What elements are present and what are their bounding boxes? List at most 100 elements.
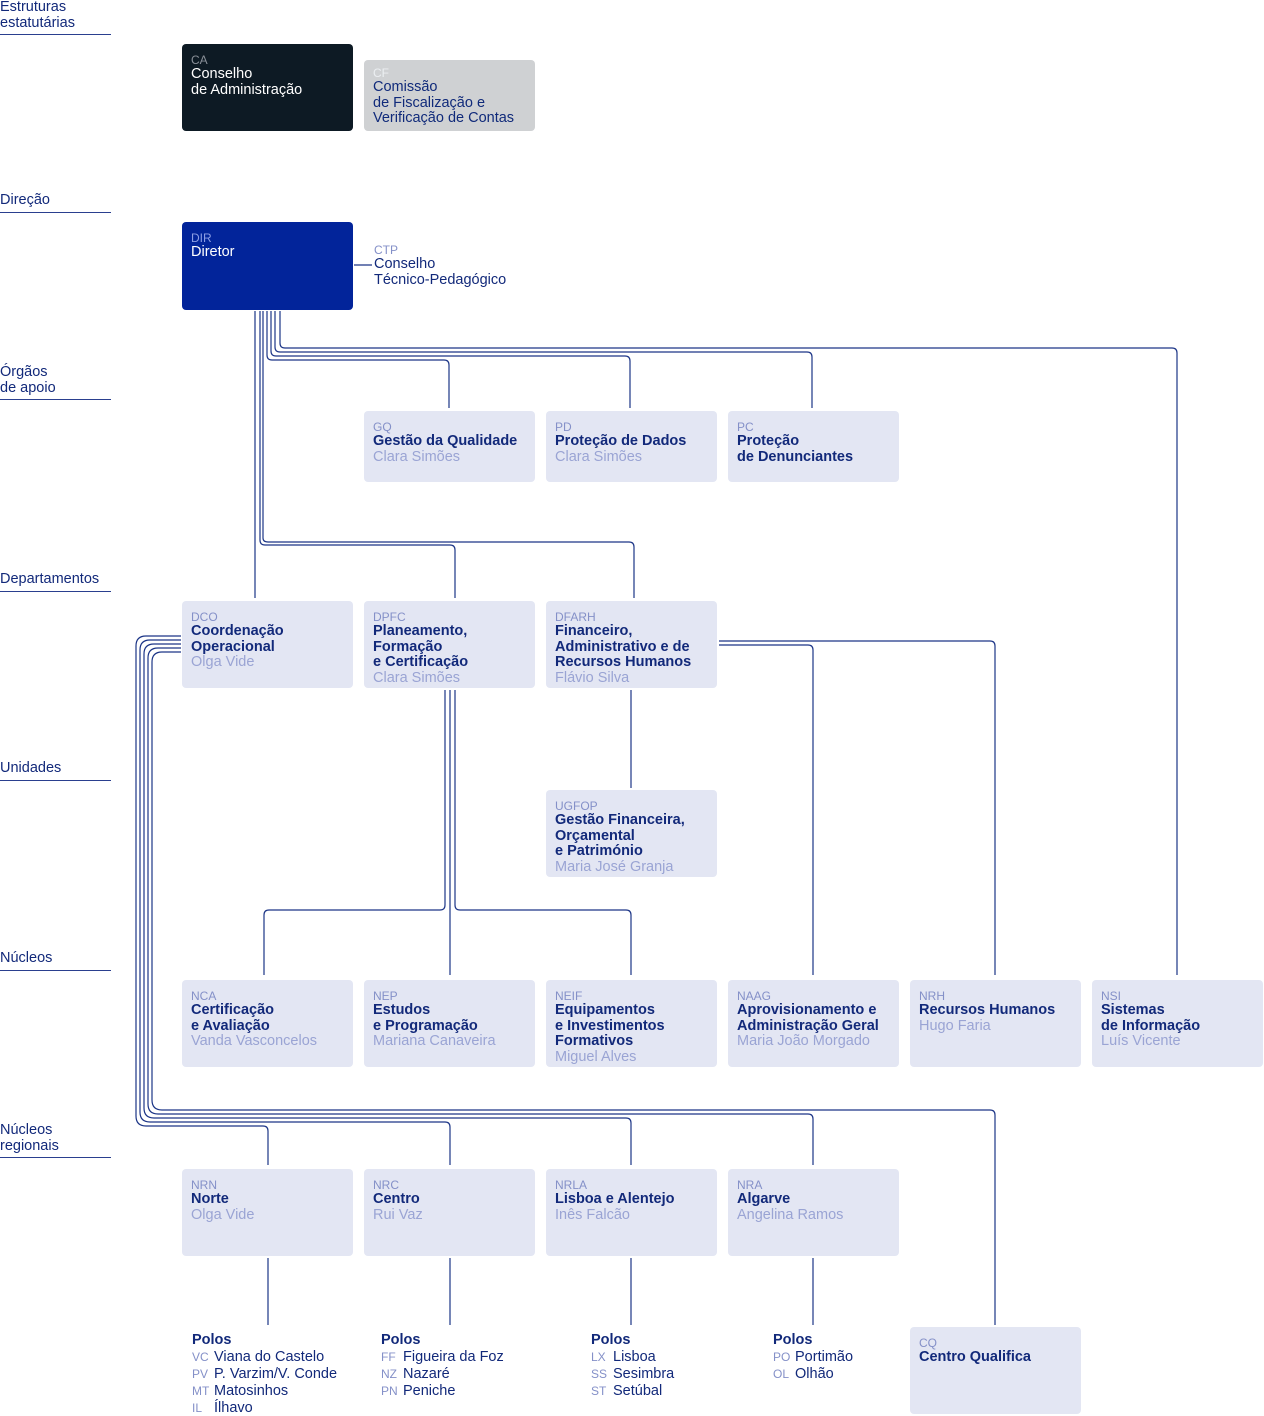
box-title: Conselho Técnico-Pedagógico — [374, 256, 507, 288]
box-person-name: Clara Simões — [373, 669, 461, 686]
box-title: Centro Qualifica — [919, 1349, 1031, 1365]
box-title: Coordenação Operacional — [191, 623, 284, 655]
box-person-name: Luís Vicente — [1101, 1033, 1181, 1049]
box-title: Gestão da Qualidade — [373, 433, 518, 449]
box-abbr: NEP — [373, 989, 398, 1003]
box-abbr: GQ — [373, 420, 392, 434]
polo-code: MT — [192, 1384, 210, 1398]
level-text: Núcleos — [0, 950, 53, 966]
box-person-name: Rui Vaz — [373, 1206, 423, 1223]
level-text: Núcleos regionais — [0, 1122, 59, 1154]
polos-heading: Polos — [591, 1332, 631, 1348]
box-title: Comissão de Fiscalização e Verificação d… — [373, 79, 515, 126]
box-title: Algarve — [737, 1191, 791, 1207]
polo-code: LX — [591, 1350, 606, 1364]
box-person-name: Vanda Vasconcelos — [191, 1033, 318, 1049]
box-abbr: NRN — [191, 1178, 217, 1192]
box-abbr: CA — [191, 53, 208, 67]
box-abbr: DCO — [191, 610, 218, 624]
box-abbr: PD — [555, 420, 572, 434]
polo-name: Viana do Castelo — [214, 1349, 325, 1365]
box-abbr: DFARH — [555, 610, 596, 624]
polo-code: OL — [773, 1367, 790, 1381]
polos-heading: Polos — [192, 1332, 232, 1348]
polo-name: Portimão — [795, 1349, 854, 1365]
level-text: Estruturas estatutárias — [0, 0, 75, 31]
polo-name: Figueira da Foz — [403, 1349, 504, 1365]
polo-name: Ílhavo — [214, 1400, 253, 1416]
box-title: Estudos e Programação — [373, 1002, 478, 1034]
polo-name: Nazaré — [403, 1366, 450, 1382]
box-abbr: NCA — [191, 989, 217, 1003]
box-person-name: Clara Simões — [373, 448, 461, 465]
box-person-name: Maria João Morgado — [737, 1033, 870, 1049]
polo-item: FF Figueira da Foz — [381, 1349, 504, 1366]
box-abbr: NEIF — [555, 989, 583, 1003]
box-person-name: Olga Vide — [191, 1206, 255, 1223]
box-person-name: Maria José Granja — [555, 858, 674, 875]
box-title: Planeamento, Formação e Certificação — [373, 623, 469, 670]
polo-name: Olhão — [795, 1366, 834, 1382]
box-abbr: CTP — [374, 243, 398, 257]
box-person-name: Flávio Silva — [555, 669, 630, 686]
polo-name: Lisboa — [613, 1349, 656, 1365]
box-title: Norte — [191, 1191, 229, 1207]
level-text: Órgãos de apoio — [0, 364, 56, 396]
box-abbr: UGFOP — [555, 799, 598, 813]
box-title: Sistemas de Informação — [1101, 1002, 1201, 1034]
box-title: Equipamentos e Investimentos Formativos — [555, 1002, 665, 1049]
box-person-name: Inês Falcão — [555, 1206, 630, 1223]
box-abbr: NRH — [919, 989, 945, 1003]
box-title: Lisboa e Alentejo — [555, 1191, 675, 1207]
box-person-name: Olga Vide — [191, 654, 255, 670]
polo-name: Sesimbra — [613, 1366, 675, 1382]
box-title: Conselho de Administração — [191, 66, 303, 98]
polo-item: OL Olhão — [773, 1366, 853, 1383]
polo-code: VC — [192, 1350, 209, 1364]
box-abbr: DPFC — [373, 610, 406, 624]
box-title: Financeiro, Administrativo e de Recursos… — [555, 623, 692, 670]
box-abbr: PC — [737, 420, 754, 434]
box-person-name: Mariana Canaveira — [373, 1033, 496, 1049]
polo-code: PV — [192, 1367, 209, 1381]
box-abbr: NRLA — [555, 1178, 588, 1192]
box-title: Centro — [373, 1191, 420, 1207]
level-text: Direção — [0, 192, 50, 208]
box-abbr: DIR — [191, 231, 212, 245]
box-title: Diretor — [191, 244, 235, 260]
polo-code: ST — [591, 1384, 607, 1398]
level-label-estruturas: Estruturas estatutárias — [0, 0, 111, 35]
box-person-name: Clara Simões — [555, 448, 643, 465]
polo-code: FF — [381, 1350, 396, 1364]
polo-name: Peniche — [403, 1383, 456, 1399]
box-title: Proteção de Denunciantes — [737, 433, 854, 465]
